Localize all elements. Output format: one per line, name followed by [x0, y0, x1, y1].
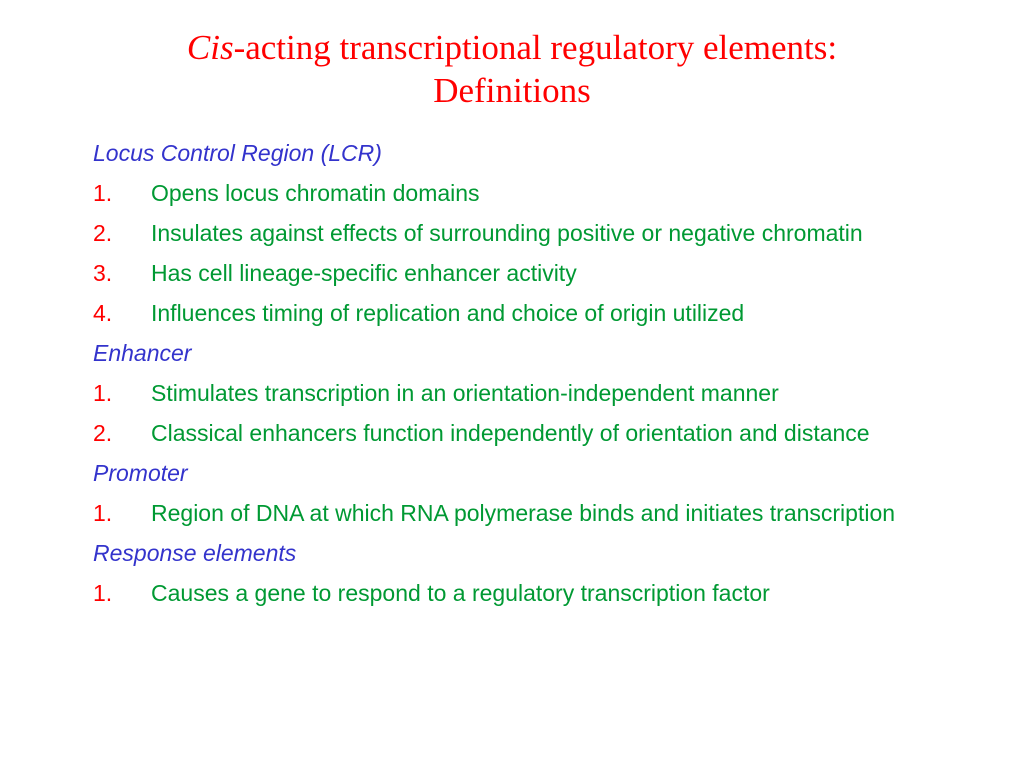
section-heading-lcr: Locus Control Region (LCR) [93, 140, 382, 166]
item-number: 3. [93, 260, 113, 286]
section-heading-promoter: Promoter [93, 460, 188, 486]
item-number: 1. [93, 500, 113, 526]
item-number: 4. [93, 300, 113, 326]
title-line-1: Cis-acting transcriptional regulatory el… [0, 26, 1024, 69]
item-number: 1. [93, 580, 113, 606]
item-number: 1. [93, 180, 113, 206]
list-item: 1. Stimulates transcription in an orient… [93, 376, 953, 410]
item-number: 2. [93, 220, 113, 246]
item-text: Stimulates transcription in an orientati… [151, 380, 779, 406]
list-item: 1. Causes a gene to respond to a regulat… [93, 576, 953, 610]
item-text: Causes a gene to respond to a regulatory… [151, 580, 770, 606]
item-text: Influences timing of replication and cho… [151, 300, 745, 326]
list-item: 2. Classical enhancers function independ… [93, 416, 953, 450]
item-text: Has cell lineage-specific enhancer activ… [151, 260, 577, 286]
title-italic-prefix: Cis [186, 28, 234, 67]
list-item: 1. Opens locus chromatin domains [93, 176, 953, 210]
title-line-2: Definitions [433, 71, 591, 110]
title-rest: -acting transcriptional regulatory eleme… [233, 28, 838, 67]
list-item: 4. Influences timing of replication and … [93, 296, 953, 330]
list-item: 1. Region of DNA at which RNA polymerase… [93, 496, 953, 530]
list-item: 3. Has cell lineage-specific enhancer ac… [93, 256, 953, 290]
section-heading-enhancer: Enhancer [93, 340, 192, 366]
item-number: 2. [93, 420, 113, 446]
slide-title: Cis-acting transcriptional regulatory el… [0, 26, 1024, 112]
item-text: Opens locus chromatin domains [151, 180, 480, 206]
item-text: Insulates against effects of surrounding… [151, 220, 863, 246]
item-number: 1. [93, 380, 113, 406]
definitions-list: Locus Control Region (LCR) 1. Opens locu… [93, 136, 953, 616]
item-text: Region of DNA at which RNA polymerase bi… [151, 500, 896, 526]
list-item: 2. Insulates against effects of surround… [93, 216, 953, 250]
item-text: Classical enhancers function independent… [151, 420, 870, 446]
section-heading-response-elements: Response elements [93, 540, 297, 566]
